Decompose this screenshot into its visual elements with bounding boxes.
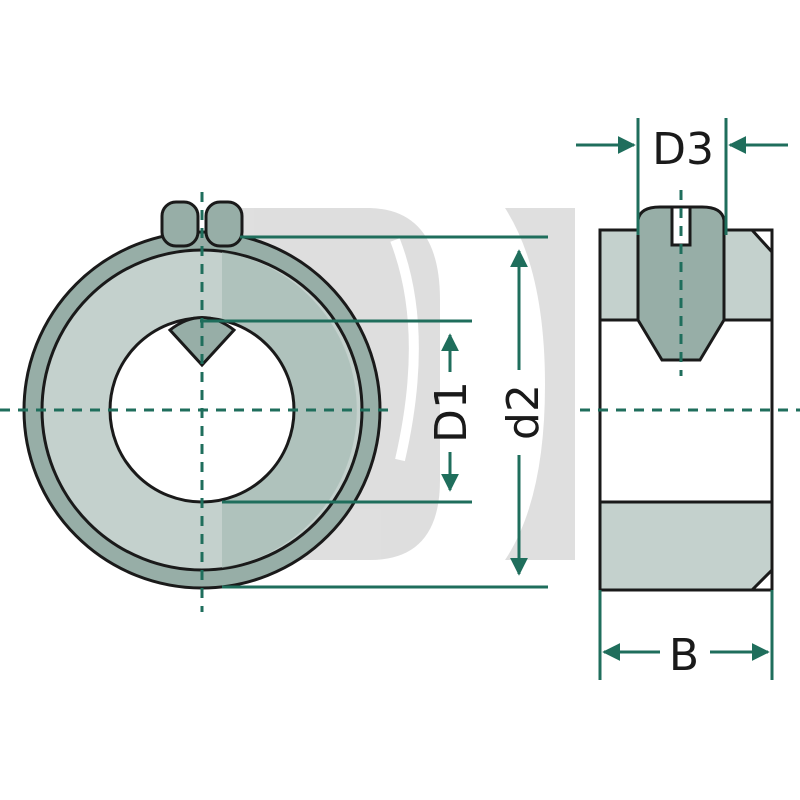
d1-label: D1	[426, 381, 477, 443]
screw-head-right	[204, 200, 244, 248]
b-label: B	[669, 630, 699, 681]
screw-head-left	[160, 200, 200, 248]
d2-label: d2	[498, 384, 549, 440]
side-view-collar	[598, 205, 774, 592]
d3-label: D3	[652, 124, 714, 175]
